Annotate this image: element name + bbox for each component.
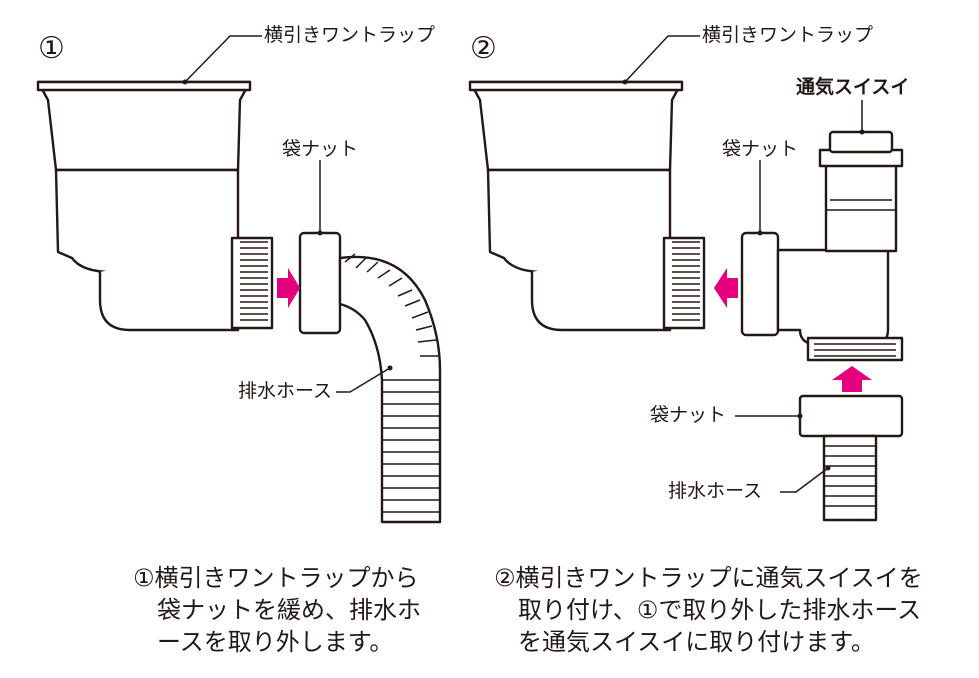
caption-2-line-3: を通気スイスイに取り付けます。 [518,628,875,656]
bag-nut-2-bottom [798,394,904,438]
caption-1-line-3: ースを取り外します。 [157,628,394,656]
trap-thread-2 [662,236,706,330]
caption-2-line-2: 取り付け、①で取り外した排水ホース [518,596,922,624]
trap-body-2 [468,80,684,332]
label-nut-2-bottom: 袋ナット [650,404,727,426]
label-hose-2: 排水ホース [668,480,763,502]
label-hose-1: 排水ホース [238,380,333,402]
label-tsuki-suisui: 通気スイスイ [796,76,910,98]
drain-hose-2 [822,434,878,522]
trap-body-1 [36,80,252,332]
label-nut-1: 袋ナット [282,138,359,160]
arrow-left-icon [714,268,738,308]
caption-1-line-2: 袋ナットを緩め、排水ホ [157,596,421,624]
panel-number-1: ① [38,31,65,66]
label-trap-1: 横引きワントラップ [264,24,436,46]
caption-1-line-1: ①横引きワントラップから [133,564,419,592]
trap-thread-1 [230,236,274,330]
panel-number-2: ② [470,31,497,66]
caption-2-line-1: ②横引きワントラップに通気スイスイを [494,564,923,592]
bag-nut-1 [298,231,342,335]
label-trap-2: 横引きワントラップ [702,24,874,46]
tsuki-suisui-valve [740,130,904,362]
drain-hose-1 [338,253,442,524]
arrow-up-icon [832,366,872,392]
label-nut-2-top: 袋ナット [722,138,799,160]
arrow-right-icon [277,268,300,308]
